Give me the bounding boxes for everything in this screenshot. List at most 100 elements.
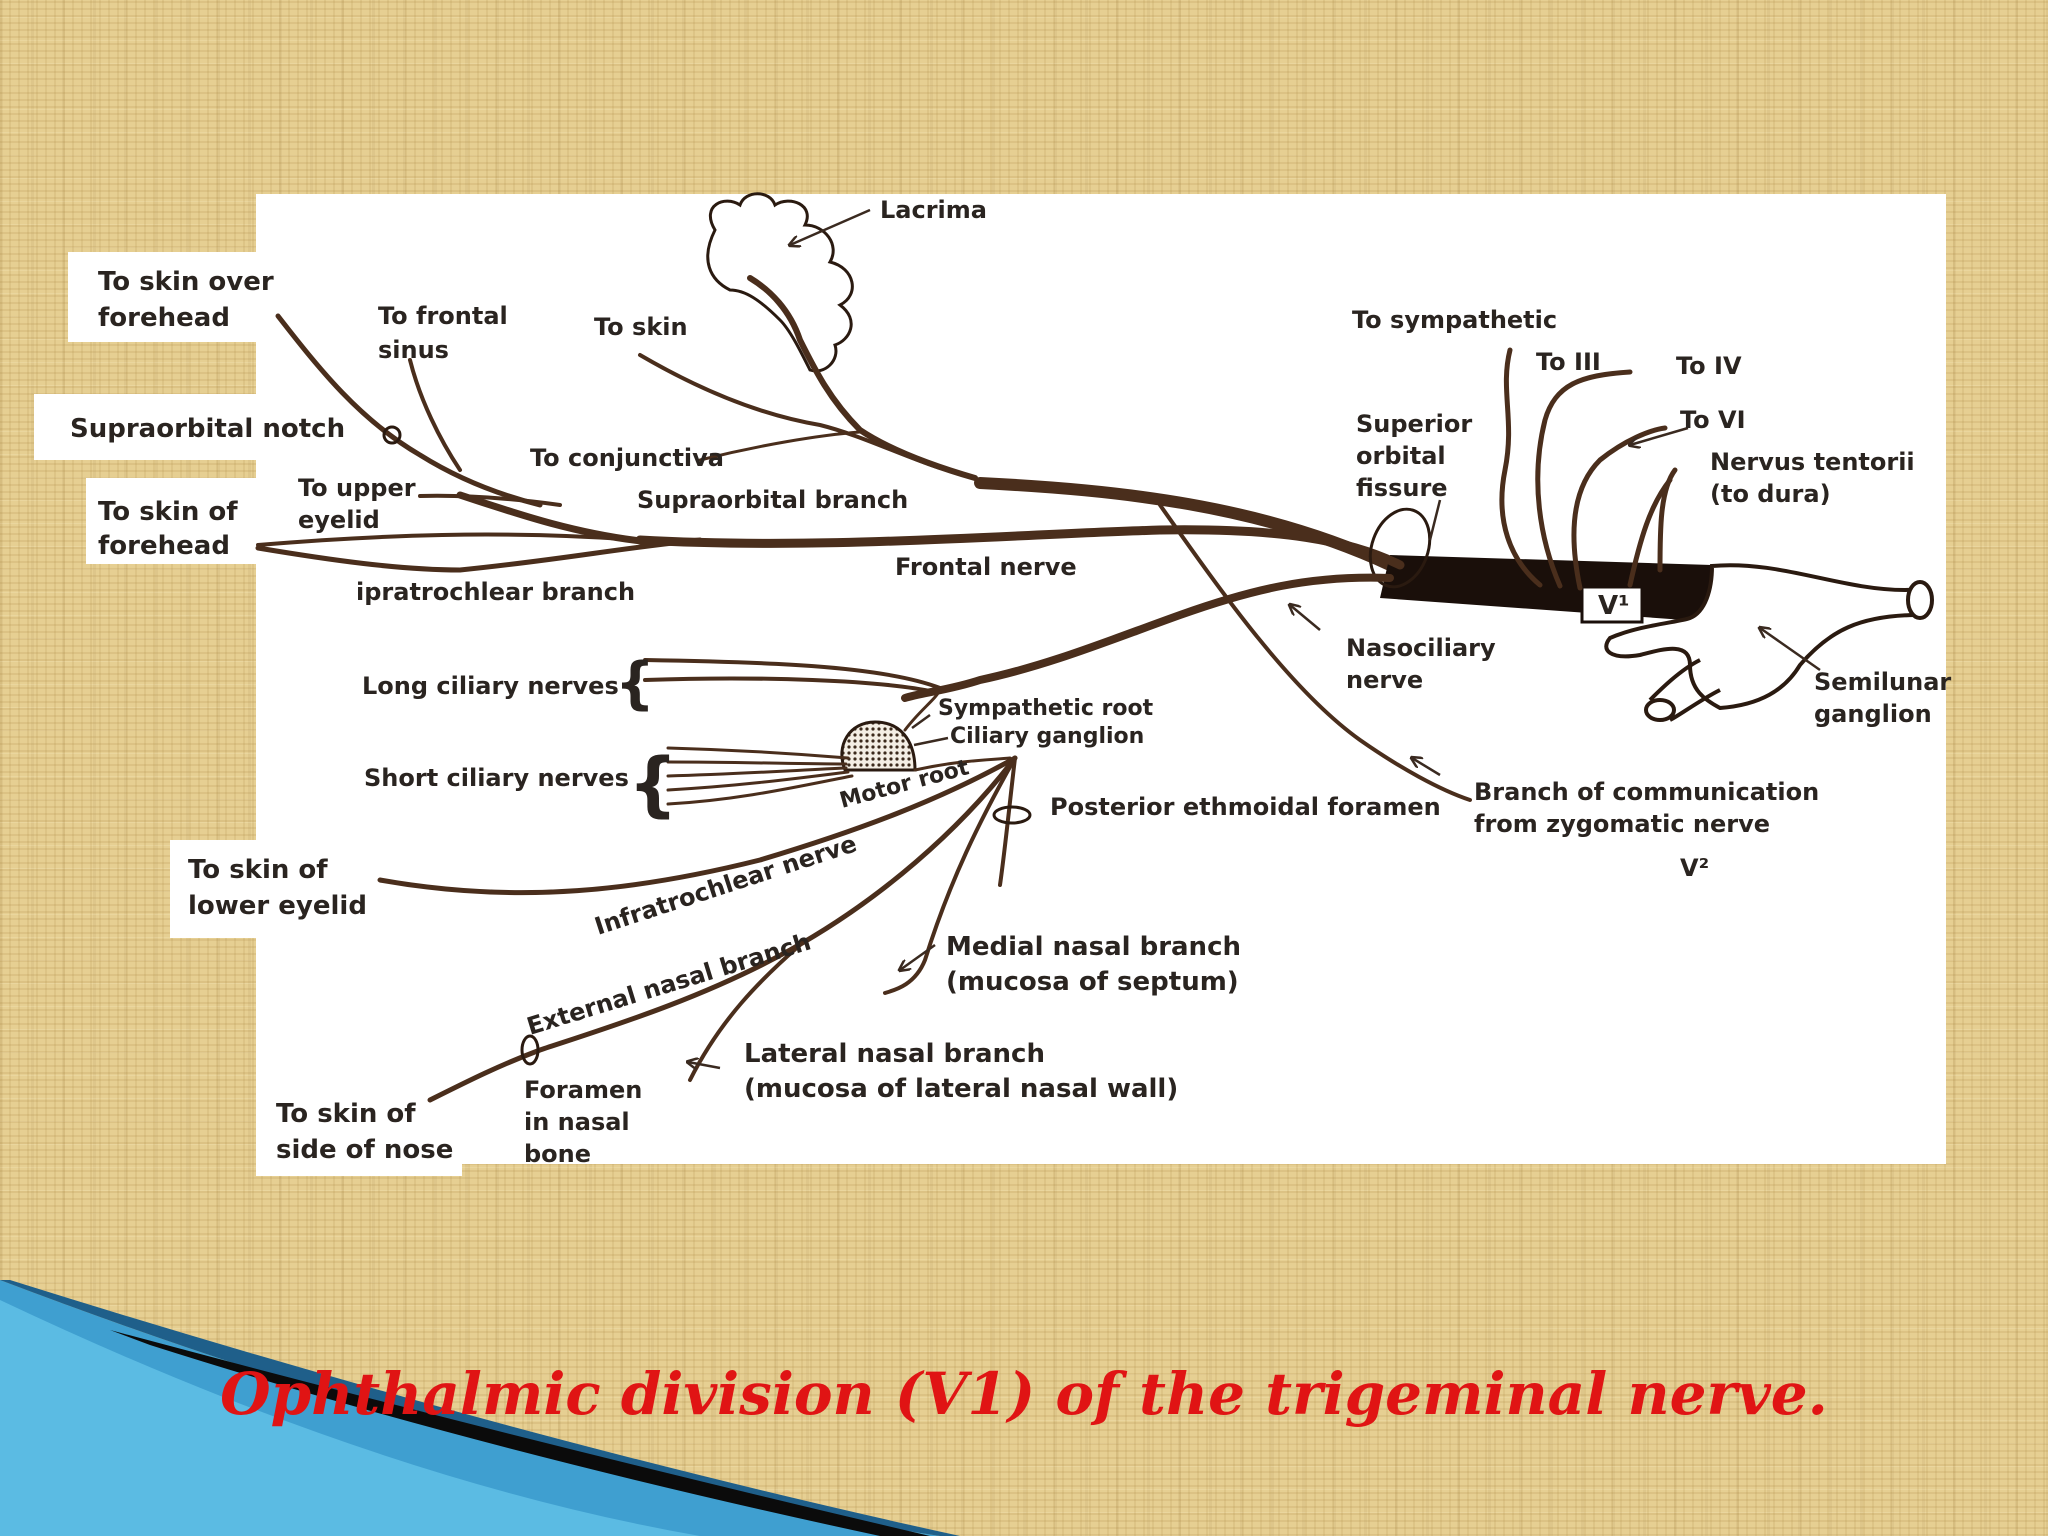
label-lateral-nasal-branch-1: Lateral nasal branch xyxy=(744,1039,1045,1069)
label-supratrochlear-branch: ipratrochlear branch xyxy=(356,578,635,606)
label-superior-orbital-fissure-1: Superior xyxy=(1356,410,1472,438)
label-to-conjunctiva: To conjunctiva xyxy=(530,444,724,472)
label-to-skin-of-lower-eyelid-2: lower eyelid xyxy=(188,891,367,921)
external-nasal-branch xyxy=(427,755,1018,1103)
label-to-skin-over-forehead-1: To skin over xyxy=(98,267,274,297)
to-vi-pointer xyxy=(1630,426,1689,445)
label-tab-side-of-nose xyxy=(256,1090,462,1176)
label-sympathetic-root: Sympathetic root xyxy=(938,696,1154,721)
sympathetic-root xyxy=(903,688,942,732)
ciliary-ganglion-pointer xyxy=(913,736,949,747)
nervus-tentorii-branch xyxy=(1657,467,1678,573)
long-ciliary-nerves xyxy=(643,658,942,694)
label-to-iv: To IV xyxy=(1676,352,1742,380)
label-tab-lower-eyelid xyxy=(170,840,376,938)
label-superior-orbital-fissure-3: fissure xyxy=(1356,474,1448,502)
motor-root xyxy=(913,756,1012,772)
supraorbital-upper-branch xyxy=(275,313,543,508)
superior-orbital-fissure-pointer xyxy=(1428,499,1442,541)
ciliary-ganglion xyxy=(840,720,917,772)
label-semilunar-ganglion-1: Semilunar xyxy=(1814,668,1951,696)
label-foramen-in-nasal-bone-1: Foramen xyxy=(524,1076,642,1104)
to-iv-branch xyxy=(1571,425,1668,591)
label-to-skin-of-forehead-2: forehead xyxy=(98,531,230,561)
nasociliary-nerve xyxy=(901,573,1394,702)
label-lateral-nasal-branch-2: (mucosa of lateral nasal wall) xyxy=(744,1074,1178,1104)
to-conjunctiva-branch xyxy=(698,430,862,462)
medial-nasal-branch xyxy=(883,756,1017,995)
upper-eyelid-branch xyxy=(418,493,562,507)
short-ciliary-brace: { xyxy=(628,743,678,825)
to-sympathetic-branch xyxy=(1499,347,1543,588)
label-to-skin: To skin xyxy=(594,313,688,341)
label-to-skin-over-forehead-2: forehead xyxy=(98,303,230,333)
label-to-vi: To VI xyxy=(1680,406,1746,434)
label-to-upper-eyelid-2: eyelid xyxy=(298,506,380,534)
supraorbital-notch-marker xyxy=(382,425,402,445)
label-branch-of-communication-1: Branch of communication xyxy=(1474,778,1819,806)
nasociliary-pointer xyxy=(1290,605,1321,631)
ganglion-stump-lower-end xyxy=(1644,698,1676,722)
label-to-skin-of-lower-eyelid-1: To skin of xyxy=(188,855,328,885)
label-supraorbital-notch: Supraorbital notch xyxy=(70,414,345,444)
label-medial-nasal-branch-2: (mucosa of septum) xyxy=(946,967,1239,997)
label-to-frontal-sinus-2: sinus xyxy=(378,336,449,364)
skin-of-forehead-branch xyxy=(256,532,642,547)
label-nervus-tentorii-1: Nervus tentorii xyxy=(1710,448,1915,476)
label-tab-supraorbital-notch xyxy=(34,394,394,460)
nasal-bone-foramen-ring xyxy=(520,1034,540,1066)
label-to-sympathetic: To sympathetic xyxy=(1352,306,1557,334)
label-nasociliary-nerve-1: Nasociliary xyxy=(1346,634,1496,662)
v1-label: V¹ xyxy=(1598,591,1630,621)
ganglion-stump-lower xyxy=(1648,658,1721,722)
infratrochlear-nerve xyxy=(377,755,1018,896)
short-ciliary-nerves xyxy=(666,746,854,806)
slide-caption: Ophthalmic division (V1) of the trigemin… xyxy=(220,1360,1828,1428)
lateral-nasal-pointer xyxy=(688,1062,721,1068)
label-foramen-in-nasal-bone-3: bone xyxy=(524,1140,591,1168)
label-foramen-in-nasal-bone-2: in nasal xyxy=(524,1108,630,1136)
ganglion-stump-right xyxy=(1906,580,1934,620)
label-to-skin-of-side-of-nose-2: side of nose xyxy=(276,1135,453,1165)
label-semilunar-ganglion-2: ganglion xyxy=(1814,700,1932,728)
label-lacrima: Lacrima xyxy=(880,196,987,224)
v1-box xyxy=(1580,585,1644,624)
label-nasociliary-nerve-2: nerve xyxy=(1346,666,1423,694)
slide-swoosh-decoration xyxy=(0,1280,960,1536)
label-posterior-ethmoidal-foramen: Posterior ethmoidal foramen xyxy=(1050,793,1441,821)
sympathetic-root-pointer xyxy=(911,713,931,730)
frontal-sinus-branch xyxy=(408,358,462,472)
diagram-panel xyxy=(256,194,1946,1164)
label-tab-skin-of-forehead xyxy=(86,478,266,564)
label-to-skin-of-forehead-1: To skin of xyxy=(98,497,238,527)
posterior-ethmoidal-foramen-ring xyxy=(992,805,1032,825)
to-skin-branch xyxy=(638,353,942,470)
long-ciliary-brace: { xyxy=(615,651,655,716)
label-nervus-tentorii-2: (to dura) xyxy=(1710,480,1831,508)
label-short-ciliary-nerves: Short ciliary nerves xyxy=(364,764,629,792)
lateral-nasal-branch xyxy=(688,943,802,1082)
label-ciliary-ganglion: Ciliary ganglion xyxy=(950,724,1144,749)
label-long-ciliary-nerves: Long ciliary nerves xyxy=(362,672,619,700)
label-v2: V² xyxy=(1680,854,1709,882)
medial-nasal-pointer xyxy=(900,943,936,970)
frontal-nerve xyxy=(635,525,1405,570)
label-tab-skin-over-forehead xyxy=(68,252,276,342)
zygomatic-communication-branch xyxy=(1158,503,1472,802)
label-superior-orbital-fissure-2: orbital xyxy=(1356,442,1446,470)
label-supraorbital-branch: Supraorbital branch xyxy=(637,486,908,514)
label-medial-nasal-branch-1: Medial nasal branch xyxy=(946,932,1241,962)
label-branch-of-communication-2: from zygomatic nerve xyxy=(1474,810,1770,838)
supratrochlear-branch xyxy=(255,537,703,573)
lacrima-pointer xyxy=(790,208,871,245)
label-to-frontal-sinus-1: To frontal xyxy=(378,302,508,330)
label-to-upper-eyelid-1: To upper xyxy=(298,474,416,502)
zygomatic-communication-pointer xyxy=(1412,758,1441,777)
label-to-skin-of-side-of-nose-1: To skin of xyxy=(276,1099,416,1129)
to-iii-branch xyxy=(1535,369,1633,589)
semilunar-ganglion-pointer xyxy=(1760,628,1821,672)
label-frontal-nerve: Frontal nerve xyxy=(895,553,1077,581)
lacrimal-gland xyxy=(706,192,854,373)
superior-orbital-fissure-ring xyxy=(1368,507,1432,589)
